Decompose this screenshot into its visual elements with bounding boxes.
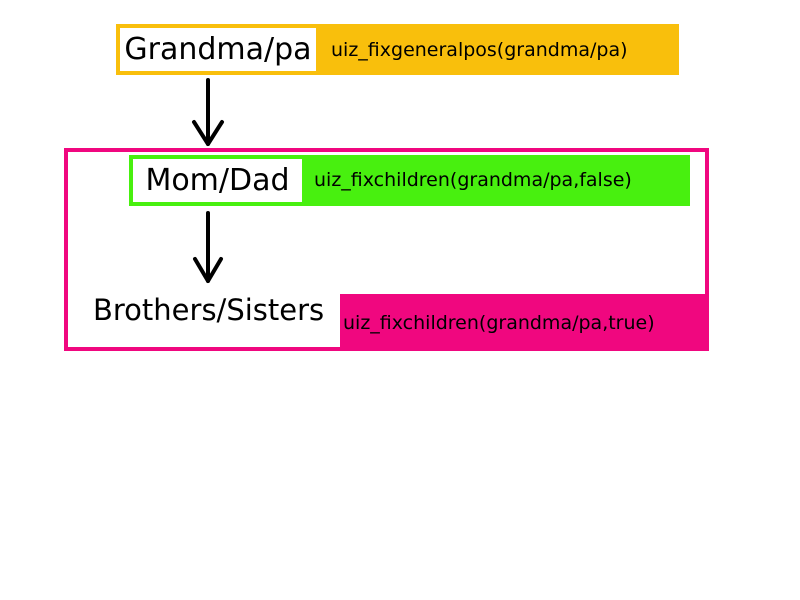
parents-label: Mom/Dad bbox=[145, 163, 290, 198]
arrow-parents-to-siblings bbox=[193, 211, 223, 283]
grandparents-label: Grandma/pa bbox=[124, 32, 312, 67]
siblings-label: Brothers/Sisters bbox=[93, 293, 325, 327]
grandparents-code: uiz_fixgeneralpos(grandma/pa) bbox=[331, 39, 628, 61]
siblings-code-bar bbox=[340, 294, 709, 351]
arrow-grandparents-to-parents bbox=[192, 78, 224, 146]
parents-node bbox=[133, 159, 302, 202]
siblings-code: uiz_fixchildren(grandma/pa,true) bbox=[343, 312, 655, 334]
parents-code: uiz_fixchildren(grandma/pa,false) bbox=[314, 169, 632, 191]
grandparents-node bbox=[120, 28, 316, 71]
